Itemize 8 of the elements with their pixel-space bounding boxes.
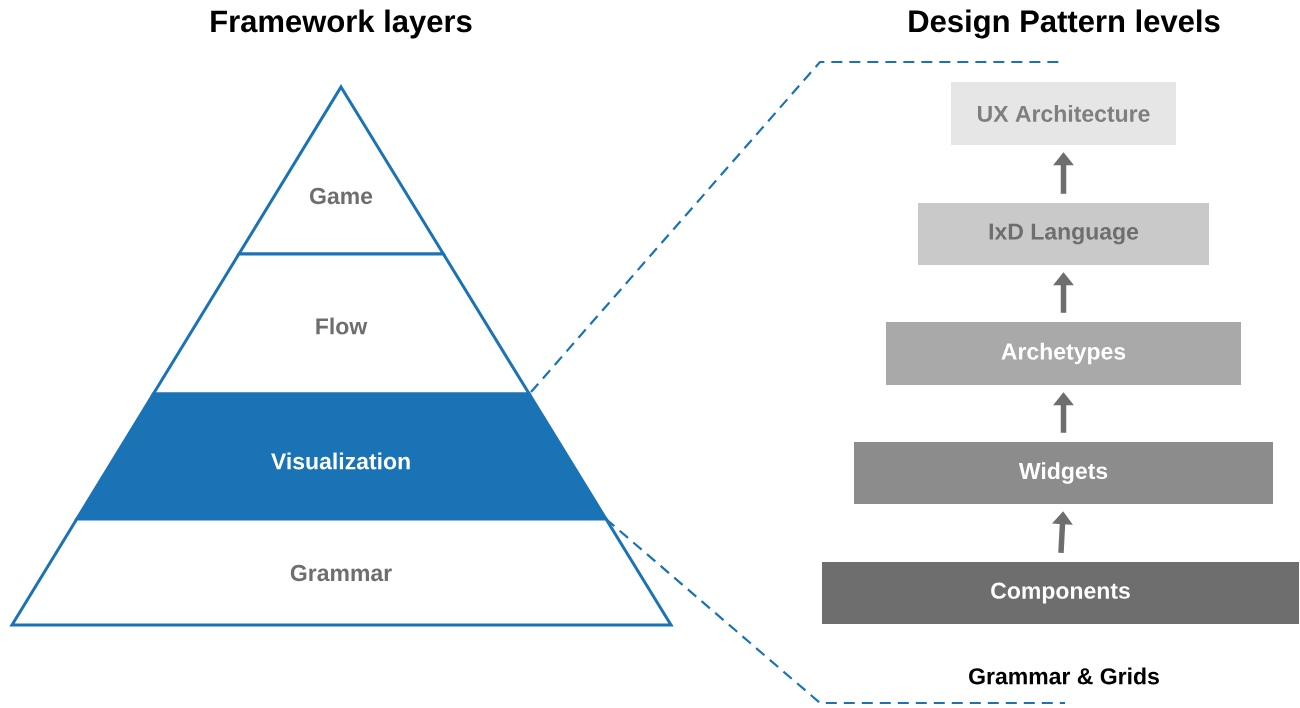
- caption-label: Grammar & Grids: [969, 667, 1159, 685]
- level-box: Widgets: [854, 442, 1273, 504]
- level-box: Archetypes: [886, 322, 1241, 385]
- level-box: UX Architecture: [951, 82, 1176, 145]
- section-title: Design Pattern levels: [909, 9, 1220, 39]
- level-box: Components: [822, 562, 1299, 624]
- section-title: Framework layers: [211, 9, 472, 39]
- level-box: IxD Language: [918, 203, 1209, 265]
